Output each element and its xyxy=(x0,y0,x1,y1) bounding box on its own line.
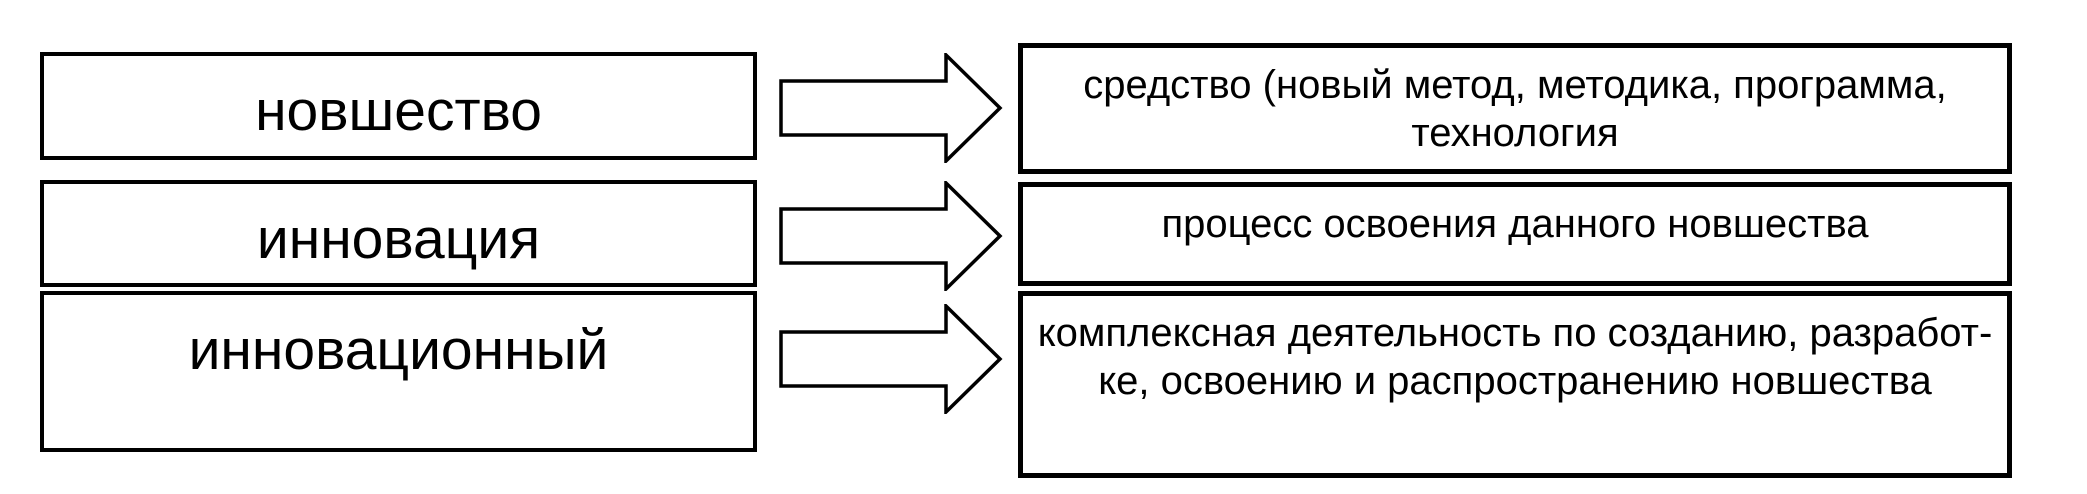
term-label: инновационный xyxy=(188,318,609,382)
right-block-arrow-icon xyxy=(779,304,1003,414)
term-label: инновация xyxy=(256,207,541,271)
definition-box-novshestvo: средство (новый метод, методика, програм… xyxy=(1018,43,2012,174)
definition-line: технология xyxy=(1411,111,1619,155)
right-block-arrow-icon xyxy=(779,181,1003,291)
definition-box-innovatsiya: процесс освоения данного новшества xyxy=(1018,182,2012,286)
definition-line: процесс освоения данного новшества xyxy=(1161,202,1869,246)
right-block-arrow-icon xyxy=(779,53,1003,163)
definition-box-innovatsionny: комплексная деятельность по созданию, ра… xyxy=(1018,291,2012,478)
definition-line: комплексная деятельность по созданию, ра… xyxy=(1037,311,1993,355)
term-label: новшество xyxy=(255,79,542,143)
term-box-innovatsionny: инновационный xyxy=(40,291,757,452)
definition-line: ке, освоению и распространению новшества xyxy=(1098,359,1932,403)
definition-line: средство (новый метод, методика, програм… xyxy=(1083,63,1947,107)
term-box-innovatsiya: инновация xyxy=(40,180,757,287)
term-box-novshestvo: новшество xyxy=(40,52,757,160)
